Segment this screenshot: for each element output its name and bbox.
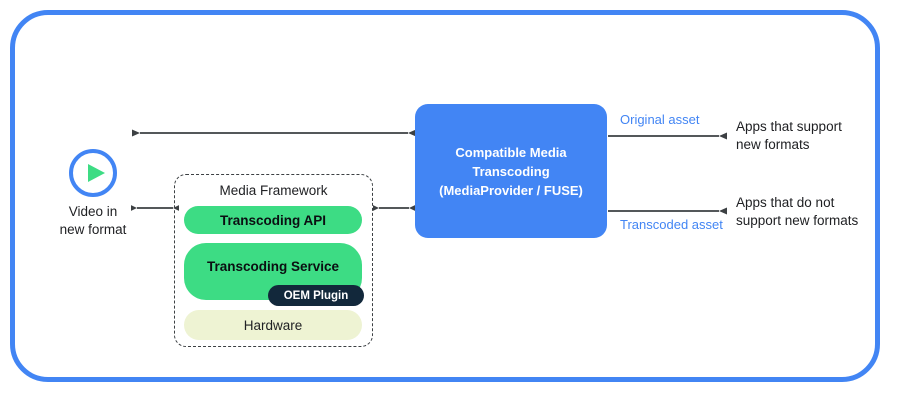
transcoding-api-box: Transcoding API: [184, 206, 362, 234]
original-asset-label: Original asset: [620, 112, 700, 127]
arrow-source-to-transcoding-top: [132, 129, 416, 137]
compatible-media-transcoding-box: Compatible Media Transcoding (MediaProvi…: [415, 104, 607, 238]
compatible-media-transcoding-label: Compatible Media Transcoding (MediaProvi…: [439, 144, 583, 198]
hardware-label: Hardware: [243, 317, 303, 333]
diagram-border: [10, 10, 880, 382]
oem-plugin-label: OEM Plugin: [283, 289, 349, 302]
oem-plugin-badge: OEM Plugin: [268, 285, 364, 306]
apps-support-label: Apps that support new formats: [736, 119, 842, 152]
transcoding-service-label: Transcoding Service: [206, 259, 340, 274]
arrow-framework-to-transcoding: [373, 205, 415, 211]
transcoded-asset-label: Transcoded asset: [620, 217, 723, 232]
video-source-label: Video in new format: [59, 204, 127, 237]
arrow-video-to-framework: [131, 205, 179, 211]
transcoding-api-label: Transcoding API: [219, 212, 327, 228]
media-framework-container: [174, 174, 373, 347]
hardware-box: Hardware: [184, 310, 362, 340]
arrow-transcoded-asset: [608, 207, 727, 215]
apps-no-support-label: Apps that do not support new formats: [736, 195, 859, 228]
arrow-original-asset: [608, 132, 727, 140]
play-triangle-icon: [88, 164, 105, 182]
play-circle-icon: [69, 149, 117, 197]
media-framework-title: Media Framework: [219, 183, 328, 198]
